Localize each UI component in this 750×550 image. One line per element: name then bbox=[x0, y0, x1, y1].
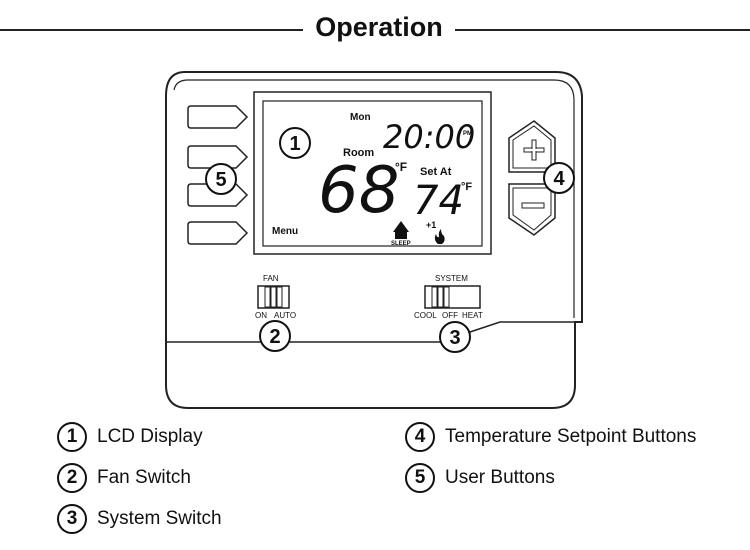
legend-item-fan-switch: 2 Fan Switch bbox=[57, 462, 191, 494]
legend-number: 3 bbox=[57, 504, 87, 534]
svg-text:1: 1 bbox=[289, 133, 300, 155]
user-button-1[interactable] bbox=[187, 105, 249, 129]
fan-switch-label: FAN bbox=[263, 274, 279, 283]
system-option-heat: HEAT bbox=[462, 311, 483, 320]
page-title: Operation bbox=[315, 12, 443, 42]
legend-item-lcd-display: 1 LCD Display bbox=[57, 421, 203, 453]
lcd-set-temp: 74 bbox=[413, 178, 464, 224]
lcd-stage-label: +1 bbox=[426, 220, 436, 230]
callout-4: 4 bbox=[543, 162, 575, 194]
lcd-ampm: PM bbox=[463, 131, 472, 137]
legend-number: 5 bbox=[405, 463, 435, 493]
legend-number: 1 bbox=[57, 422, 87, 452]
setpoint-up-button[interactable] bbox=[508, 120, 556, 173]
legend-label: LCD Display bbox=[97, 426, 203, 447]
thermostat-diagram: Mon 20:00 PM Room 68 °F Set At 74 °F Men… bbox=[165, 71, 583, 409]
lcd-time: 20:00 bbox=[383, 118, 475, 156]
system-option-off: OFF bbox=[442, 311, 458, 320]
legend-label: User Buttons bbox=[445, 467, 555, 488]
user-button-4[interactable] bbox=[187, 221, 249, 245]
fan-option-on: ON bbox=[255, 311, 267, 320]
legend-item-user-buttons: 5 User Buttons bbox=[405, 462, 555, 494]
svg-text:3: 3 bbox=[449, 327, 460, 349]
lcd-menu-label: Menu bbox=[272, 226, 298, 237]
legend-label: Temperature Setpoint Buttons bbox=[445, 426, 697, 447]
user-button-2[interactable] bbox=[187, 145, 249, 169]
lcd-day: Mon bbox=[350, 112, 371, 123]
legend-item-system-switch: 3 System Switch bbox=[57, 503, 222, 535]
lcd-set-unit: °F bbox=[461, 181, 472, 193]
system-switch-label: SYSTEM bbox=[435, 274, 468, 283]
thermostat-bezel bbox=[173, 79, 575, 318]
svg-text:4: 4 bbox=[553, 168, 565, 190]
legend-item-setpoint-buttons: 4 Temperature Setpoint Buttons bbox=[405, 421, 696, 453]
lcd-set-label: Set At bbox=[420, 166, 452, 178]
header-rule-left bbox=[0, 29, 303, 31]
callout-2: 2 bbox=[259, 320, 291, 352]
legend-label: Fan Switch bbox=[97, 467, 191, 488]
lcd-room-unit: °F bbox=[395, 160, 407, 174]
lcd-room-temp: 68 bbox=[318, 154, 399, 228]
svg-text:2: 2 bbox=[269, 326, 280, 348]
legend-number: 2 bbox=[57, 463, 87, 493]
flame-icon bbox=[434, 229, 445, 244]
house-icon bbox=[393, 221, 409, 239]
svg-text:5: 5 bbox=[215, 169, 226, 191]
legend-label: System Switch bbox=[97, 508, 222, 529]
lcd-sleep-label: SLEEP bbox=[391, 241, 411, 247]
minus-icon bbox=[521, 202, 545, 209]
callout-1: 1 bbox=[279, 127, 311, 159]
lcd-room-label: Room bbox=[343, 147, 374, 159]
callout-5: 5 bbox=[205, 163, 237, 195]
callout-3: 3 bbox=[439, 321, 471, 353]
header: Operation bbox=[0, 10, 750, 50]
fan-option-auto: AUTO bbox=[274, 311, 296, 320]
plus-icon bbox=[523, 139, 545, 161]
system-option-cool: COOL bbox=[414, 311, 437, 320]
system-switch[interactable] bbox=[424, 285, 481, 309]
legend-number: 4 bbox=[405, 422, 435, 452]
lcd-display bbox=[262, 100, 483, 247]
header-rule-right bbox=[455, 29, 750, 31]
user-buttons bbox=[187, 105, 249, 245]
fan-switch[interactable] bbox=[257, 285, 290, 309]
